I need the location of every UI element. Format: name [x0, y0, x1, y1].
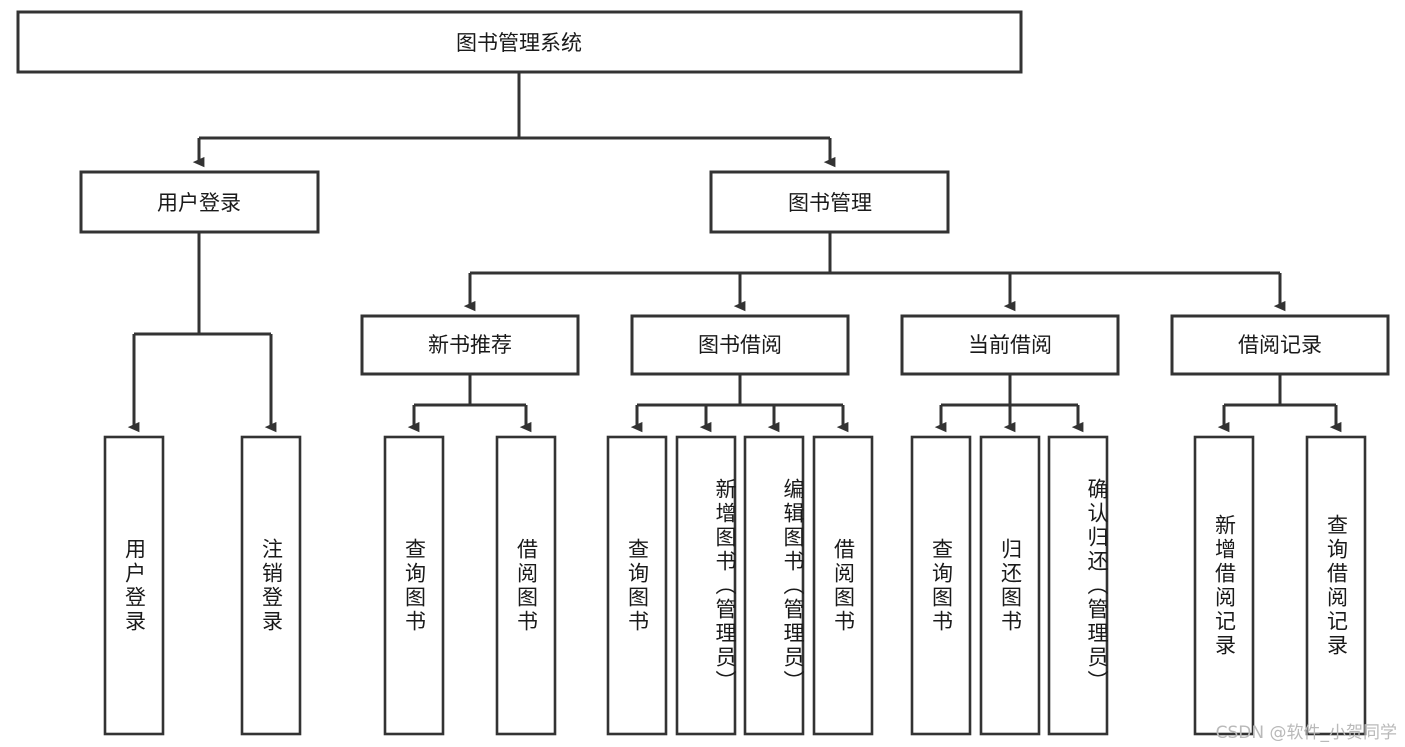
leaf-nbr-borrow-book-box[interactable]: [495, 435, 557, 736]
node-new-book-recommend-box[interactable]: [360, 314, 580, 376]
connector-group-borrow-record: [1217, 374, 1342, 433]
connector-group-book-manage: [463, 232, 1286, 312]
leaf-logout-box[interactable]: [240, 435, 302, 736]
node-current-borrow-box[interactable]: [900, 314, 1120, 376]
node-user-login-box[interactable]: [79, 170, 320, 234]
leaf-br-add-record-box[interactable]: [1193, 435, 1255, 736]
node-book-manage-box[interactable]: [709, 170, 950, 234]
leaf-cb-query-book-box[interactable]: [910, 435, 972, 736]
leaf-user-login-box[interactable]: [103, 435, 165, 736]
leaf-bb-query-book-box[interactable]: [606, 435, 668, 736]
node-borrow-record-label: 借阅记录: [1238, 333, 1322, 357]
connector-group-book-borrow: [630, 374, 849, 433]
leaf-cb-return-book-box[interactable]: [979, 435, 1041, 736]
node-book-manage-label: 图书管理: [788, 191, 872, 215]
node-root-label: 图书管理系统: [456, 31, 582, 55]
connector-group-new-book-recommend: [407, 374, 532, 433]
node-root-box[interactable]: [16, 10, 1023, 74]
leaf-bb-add-book-box[interactable]: [675, 435, 737, 736]
connector-group-current-borrow: [934, 374, 1084, 433]
node-user-login-label: 用户登录: [157, 191, 241, 215]
node-current-borrow-label: 当前借阅: [968, 333, 1052, 357]
node-new-book-recommend-label: 新书推荐: [428, 333, 512, 357]
leaf-bb-borrow-book-box[interactable]: [812, 435, 874, 736]
leaf-cb-confirm-return-box[interactable]: [1047, 435, 1109, 736]
connector-group-root: [192, 72, 836, 168]
connector-group-user-login: [127, 232, 277, 433]
node-borrow-record-box[interactable]: [1170, 314, 1390, 376]
node-book-borrow-label: 图书借阅: [698, 333, 782, 357]
csdn-watermark: CSDN @软件_小贺同学: [1215, 723, 1397, 743]
leaf-br-query-record-box: [1305, 435, 1367, 736]
node-book-borrow-box[interactable]: [630, 314, 850, 376]
leaf-bb-edit-book-box[interactable]: [743, 435, 805, 736]
leaf-nbr-query-book-box[interactable]: [383, 435, 445, 736]
